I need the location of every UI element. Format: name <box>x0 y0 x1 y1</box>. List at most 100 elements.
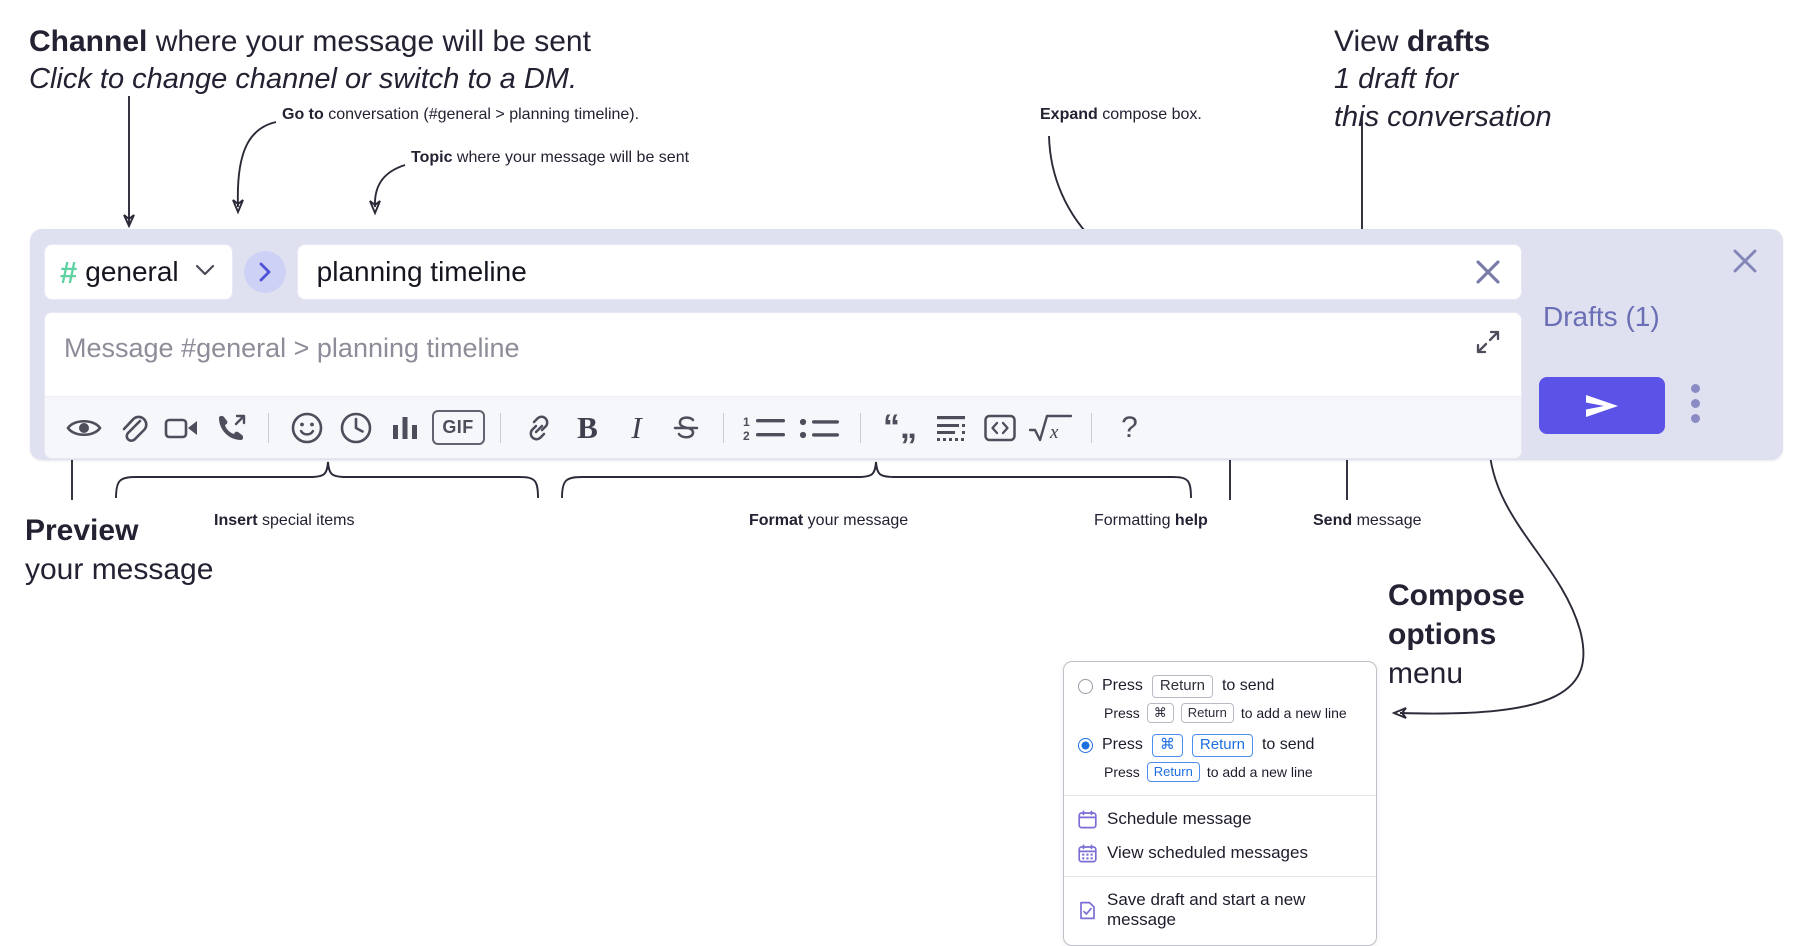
menu-divider <box>1064 795 1376 796</box>
menu-item-save-draft[interactable]: Save draft and start a new message <box>1064 883 1376 937</box>
annotation-drafts: View drafts 1 draft for this conversatio… <box>1334 22 1552 136</box>
emoji-icon[interactable] <box>282 403 331 452</box>
drafts-link[interactable]: Drafts (1) <box>1543 301 1660 332</box>
annotation-help: Formatting help <box>1094 511 1208 532</box>
menu-item-view-scheduled-messages[interactable]: View scheduled messages <box>1064 836 1376 870</box>
menu-item-label: View scheduled messages <box>1107 843 1308 862</box>
bullet-list-icon[interactable] <box>793 403 847 452</box>
menu-divider <box>1064 876 1376 877</box>
compose-header-row: # general planning timeline <box>44 243 1522 301</box>
compose-main: # general planning timeline <box>44 243 1522 459</box>
annotation-format: Format your message <box>749 511 908 532</box>
annotation-drafts-bold: drafts <box>1406 25 1491 58</box>
annotation-format-bold: Format <box>749 512 804 529</box>
svg-text:x: x <box>1049 422 1059 443</box>
more-vertical-icon[interactable] <box>1691 384 1700 423</box>
annotation-topic-bold: Topic <box>411 149 453 166</box>
attachment-icon[interactable] <box>108 403 157 452</box>
annotation-insert-rest: special items <box>257 512 355 529</box>
menu-item-schedule-message[interactable]: Schedule message <box>1064 802 1376 836</box>
option-sub-post: to add a new line <box>1206 763 1313 780</box>
strikethrough-icon[interactable] <box>661 403 710 452</box>
option-label-pre: Press <box>1102 677 1143 695</box>
audio-call-icon[interactable] <box>206 403 255 452</box>
annotation-channel: Channel where your message will be sent … <box>29 22 591 99</box>
expand-icon[interactable] <box>1473 327 1503 362</box>
math-icon[interactable]: x <box>1024 403 1078 452</box>
close-icon[interactable] <box>1729 245 1761 282</box>
clock-icon[interactable] <box>331 403 380 452</box>
annotation-expand: Expand compose box. <box>1040 105 1202 126</box>
annotation-drafts-pre: View <box>1334 25 1407 58</box>
send-button[interactable] <box>1539 377 1665 434</box>
annotation-goto-rest: conversation (#general > planning timeli… <box>323 106 640 123</box>
link-icon[interactable] <box>514 403 563 452</box>
key-return: Return <box>1151 675 1213 698</box>
annotation-channel-sub: Click to change channel or switch to a D… <box>29 63 578 95</box>
annotation-help-bold: help <box>1174 512 1208 529</box>
menu-item-label: Schedule message <box>1107 809 1252 828</box>
hash-icon: # <box>60 254 77 290</box>
topic-value: planning timeline <box>316 256 527 287</box>
key-command: ⌘ <box>1151 734 1183 757</box>
annotation-topic: Topic where your message will be sent <box>411 148 689 169</box>
annotation-compose-options-bold2: options <box>1388 618 1497 651</box>
chevron-down-icon <box>194 263 216 282</box>
send-option-return[interactable]: Press Return to send <box>1064 673 1376 700</box>
menu-item-label: Save draft and start a new message <box>1107 890 1306 929</box>
message-input[interactable]: Message #general > planning timeline <box>45 313 1521 396</box>
annotation-expand-rest: compose box. <box>1097 106 1202 123</box>
annotation-drafts-sub1: 1 draft for <box>1334 63 1459 95</box>
compose-right-column: Drafts (1) <box>1525 229 1783 460</box>
menu-draft-group: Save draft and start a new message <box>1064 877 1376 945</box>
preview-icon[interactable] <box>59 403 108 452</box>
annotation-compose-options-rest: menu <box>1388 657 1464 690</box>
topic-field[interactable]: planning timeline <box>296 244 1522 300</box>
radio-icon-selected[interactable] <box>1078 737 1093 753</box>
code-block-icon[interactable] <box>926 403 975 452</box>
annotation-goto: Go to conversation (#general > planning … <box>282 105 639 126</box>
svg-text:2: 2 <box>743 429 750 443</box>
message-box: Message #general > planning timeline <box>44 312 1522 459</box>
annotation-preview-bold: Preview <box>25 514 139 547</box>
close-icon[interactable] <box>1471 255 1505 289</box>
toolbar-separator <box>500 412 501 443</box>
annotation-preview: Preview your message <box>25 511 213 589</box>
annotation-compose-options-bold1: Compose <box>1388 579 1525 612</box>
option-label-pre: Press <box>1102 736 1143 754</box>
code-icon[interactable] <box>975 403 1024 452</box>
annotation-format-rest: your message <box>803 512 909 529</box>
calendar-grid-icon <box>1078 844 1097 863</box>
channel-selector[interactable]: # general <box>44 244 233 300</box>
option-label-post: to send <box>1261 736 1315 754</box>
key-return: Return <box>1180 702 1234 723</box>
italic-icon[interactable]: I <box>631 409 642 445</box>
blockquote-icon[interactable]: “„ <box>883 407 917 446</box>
annotation-topic-rest: where your message will be sent <box>452 149 690 166</box>
send-option-cmd-return[interactable]: Press ⌘ Return to send <box>1064 732 1376 759</box>
channel-name: general <box>85 256 179 287</box>
gif-icon[interactable]: GIF <box>429 403 487 452</box>
poll-icon[interactable] <box>380 403 429 452</box>
option-sub-post: to add a new line <box>1240 704 1347 721</box>
compose-panel: # general planning timeline <box>30 229 1783 460</box>
option-sub-pre: Press <box>1104 763 1140 780</box>
bold-icon[interactable]: B <box>577 409 598 445</box>
toolbar-separator <box>1091 412 1092 443</box>
annotation-insert-bold: Insert <box>214 512 258 529</box>
compose-options-menu: Press Return to send Press ⌘ Return to a… <box>1063 661 1377 946</box>
save-draft-icon <box>1078 901 1097 920</box>
annotation-channel-bold: Channel <box>29 25 148 58</box>
chevron-right-icon <box>259 262 271 282</box>
annotation-help-pre: Formatting <box>1094 512 1175 529</box>
toolbar-separator <box>860 412 861 443</box>
go-to-conversation-button[interactable] <box>243 251 286 293</box>
radio-icon[interactable] <box>1078 678 1093 694</box>
menu-schedule-group: Schedule message View scheduled messages <box>1064 796 1376 876</box>
help-icon[interactable]: ? <box>1121 410 1138 444</box>
key-return: Return <box>1191 734 1253 757</box>
video-icon[interactable] <box>157 403 206 452</box>
